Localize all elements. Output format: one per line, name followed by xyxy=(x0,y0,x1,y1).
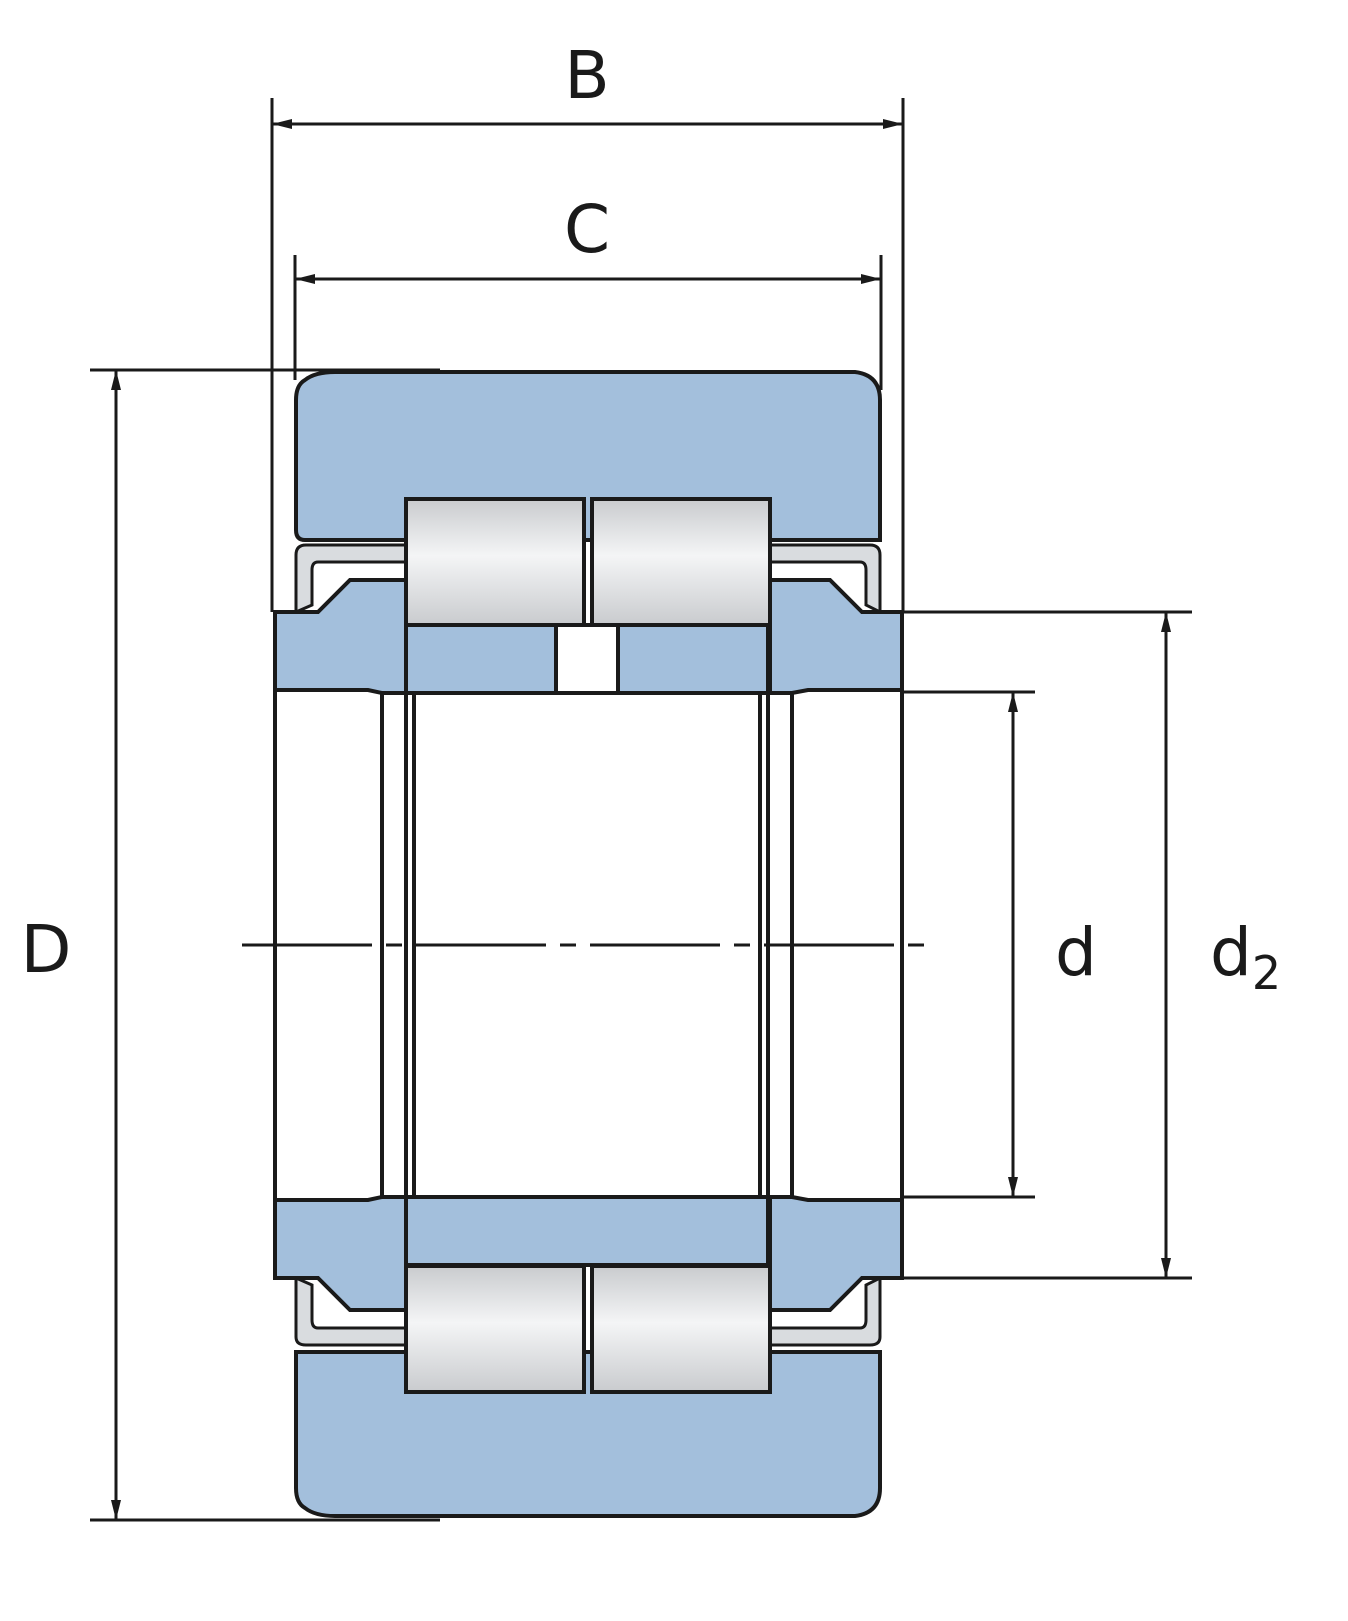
roller-top-left xyxy=(404,497,586,627)
inner-ring-top-right xyxy=(616,623,770,695)
label-c: C xyxy=(564,191,610,268)
dimension-d2 xyxy=(880,610,1192,1280)
inner-ring-bottom xyxy=(404,1195,770,1267)
label-d2: d2 xyxy=(1210,914,1281,1000)
outer-ring-bottom xyxy=(294,1350,882,1518)
flange-bottom-right xyxy=(768,1195,904,1312)
roller-top-right xyxy=(590,497,772,627)
dimension-b xyxy=(270,98,905,612)
inner-ring-top-left xyxy=(404,623,558,695)
lubrication-hole xyxy=(554,623,620,695)
seal-bottom-left xyxy=(294,1275,410,1347)
dimension-d-outer xyxy=(90,368,440,1522)
label-d-bore: d xyxy=(1055,914,1097,991)
label-d2-sub: 2 xyxy=(1252,946,1281,1000)
seal-top-left xyxy=(294,543,410,615)
dimension-c xyxy=(293,255,883,390)
label-b: B xyxy=(564,37,609,114)
roller-bottom-left xyxy=(404,1264,586,1394)
seal-bottom-right xyxy=(768,1275,882,1347)
bore-outline xyxy=(273,690,904,1200)
dimension-d-bore xyxy=(902,690,1035,1199)
roller-bottom-right xyxy=(590,1264,772,1394)
outer-ring-top xyxy=(294,370,882,542)
label-d2-main: d xyxy=(1210,914,1252,991)
flange-top-right xyxy=(768,578,904,695)
seal-top-right xyxy=(768,543,882,615)
label-d-outer: D xyxy=(21,911,72,988)
